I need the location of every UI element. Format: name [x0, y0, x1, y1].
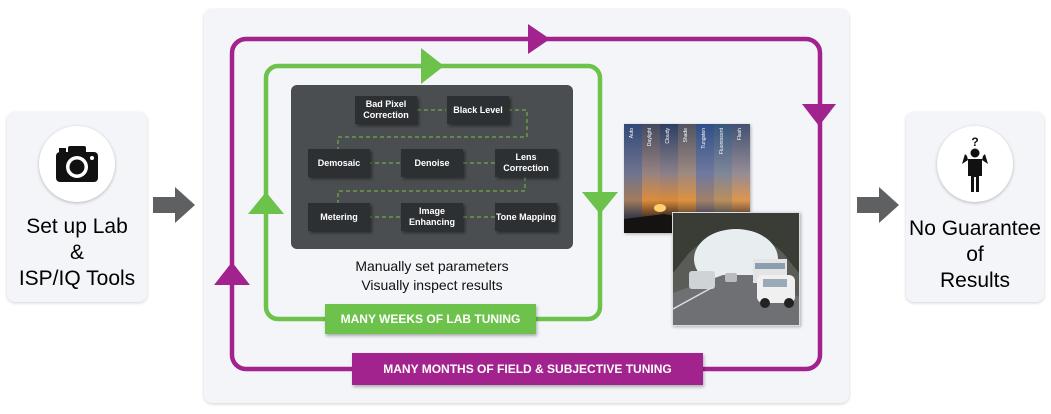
wb-label: Cloudy [665, 128, 671, 144]
pipeline-stage: Bad Pixel Correction [355, 96, 417, 124]
road-tunnel-image [672, 212, 800, 326]
wb-label: Daylight [647, 128, 653, 147]
result-line-1: No Guarantee [909, 217, 1041, 240]
wb-label: Flash [737, 128, 743, 141]
pipeline-stage: Lens Correction [495, 149, 557, 177]
loop-arrow-up-icon [248, 192, 284, 214]
pipeline-stage: Demosaic [308, 149, 370, 177]
camera-icon-circle [39, 126, 115, 202]
wb-label: Shade [683, 128, 689, 143]
pipeline-stage: Metering [308, 203, 370, 231]
pipeline-stage: Denoise [401, 149, 463, 177]
pipeline-stage: Tone Mapping [495, 203, 557, 231]
wb-label: Tungsten [701, 128, 707, 149]
lab-tuning-banner: MANY WEEKS OF LAB TUNING [325, 304, 536, 334]
flow-arrow-right-icon [857, 187, 899, 223]
loop-arrow-right-icon [421, 48, 444, 84]
pipeline-connectors [337, 109, 528, 218]
setup-line-1: Set up Lab [26, 215, 128, 238]
setup-line-3: ISP/IQ Tools [18, 267, 136, 290]
person-question-icon: ? [962, 135, 988, 192]
pipeline-stage: Image Enhancing [401, 203, 463, 231]
svg-text:?: ? [971, 135, 978, 149]
camera-icon [56, 146, 98, 182]
setup-lab-text: Set up Lab & ISP/IQ Tools [7, 214, 147, 292]
loop-arrow-right-icon [528, 24, 550, 54]
loop-arrow-down-icon [582, 192, 618, 214]
wb-label: Auto [629, 128, 635, 139]
setup-lab-card: Set up Lab & ISP/IQ Tools [7, 112, 147, 302]
loop-arrow-down-icon [802, 104, 836, 126]
result-line-2: of [966, 243, 984, 266]
pipeline-stage: Black Level [447, 96, 509, 124]
flow-arrow-right-icon [153, 187, 195, 223]
person-icon-circle: ? [937, 126, 1013, 202]
wb-label: Fluorescent [719, 128, 725, 155]
loop-arrow-up-icon [214, 262, 250, 285]
no-guarantee-text: No Guarantee of Results [906, 216, 1044, 294]
isp-pipeline-panel: Bad Pixel Correction Black Level Demosai… [291, 85, 573, 249]
setup-line-2: & [69, 241, 84, 264]
result-line-3: Results [939, 269, 1011, 292]
field-tuning-banner: MANY MONTHS OF FIELD & SUBJECTIVE TUNING [352, 353, 703, 385]
no-guarantee-card: ? No Guarantee of Results [906, 112, 1044, 302]
caption-line: Manually set parameters [355, 258, 509, 274]
caption-line: Visually inspect results [361, 277, 503, 293]
